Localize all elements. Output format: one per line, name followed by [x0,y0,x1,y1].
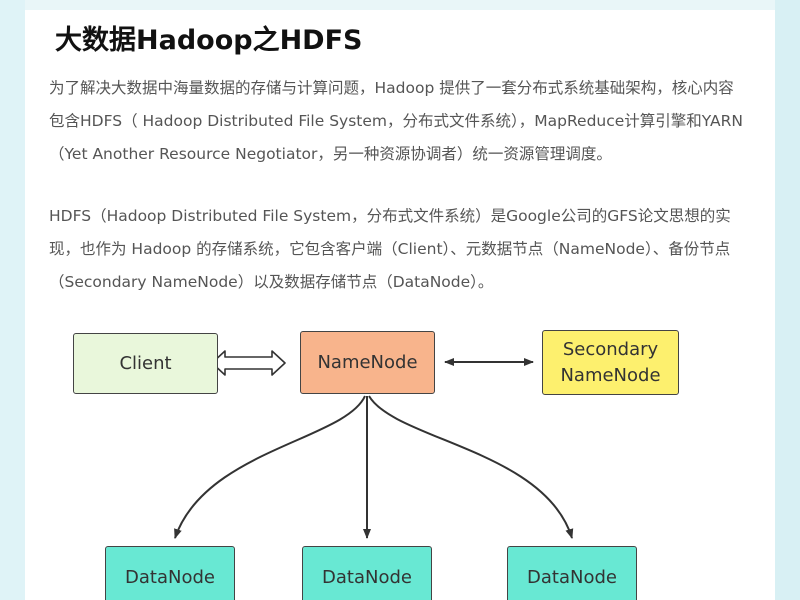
article-card: 大数据Hadoop之HDFS 为了解决大数据中海量数据的存储与计算问题，Hado… [25,0,775,600]
hdfs-paragraph: HDFS（Hadoop Distributed File System，分布式文… [49,207,731,291]
hdfs-architecture-diagram [174,350,574,539]
secondary-namenode-node: Secondary NameNode [542,330,679,395]
secondary-namenode-label: Secondary NameNode [560,338,661,386]
namenode-to-datanode-1-arrow [174,395,366,539]
datanode-1: DataNode [105,546,235,600]
namenode-to-datanode-3-arrow [368,395,574,539]
right-border [775,0,800,600]
top-strip [25,0,775,10]
article-title: 大数据Hadoop之HDFS [55,25,363,56]
datanode-3: DataNode [507,546,637,600]
datanode-2: DataNode [302,546,432,600]
intro-paragraph: 为了解决大数据中海量数据的存储与计算问题，Hadoop 提供了一套分布式系统基础… [49,79,744,163]
client-node: Client [73,333,218,394]
namenode-node: NameNode [300,331,435,394]
client-namenode-double-arrow [211,350,286,376]
